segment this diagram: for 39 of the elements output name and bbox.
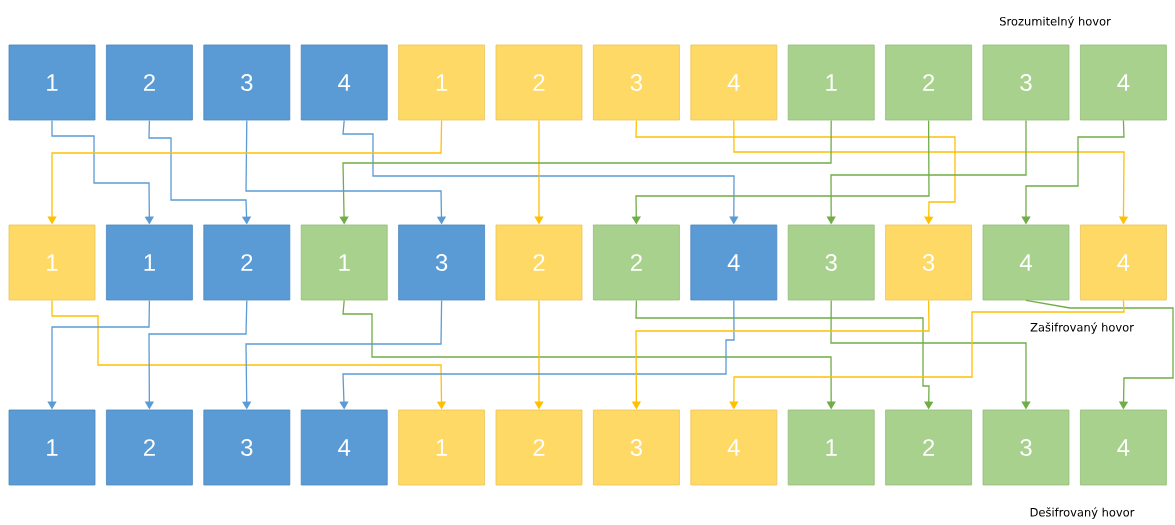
number-box: 2: [495, 409, 583, 486]
number-box: 4: [690, 44, 778, 121]
number-box: 2: [495, 44, 583, 121]
number-box: 3: [982, 409, 1070, 486]
number-box: 3: [885, 224, 972, 301]
number-box: 3: [593, 409, 680, 486]
number-box: 1: [8, 409, 96, 486]
number-box: 2: [495, 224, 583, 301]
number-box: 4: [690, 224, 778, 301]
row-label: Dešifrovaný hovor: [1028, 506, 1136, 520]
number-box: 4: [690, 409, 778, 486]
number-box: 4: [1080, 409, 1167, 486]
row-label: Srozumitelný hovor: [998, 15, 1112, 29]
number-box: 2: [203, 224, 291, 301]
number-box: 4: [1080, 44, 1167, 121]
number-box: 3: [203, 44, 291, 121]
number-box: 1: [8, 224, 96, 301]
number-box: 1: [398, 44, 485, 121]
number-box: 2: [885, 409, 972, 486]
number-box: 2: [885, 44, 972, 121]
number-box: 4: [982, 224, 1070, 301]
number-box: 3: [398, 224, 485, 301]
row-label: Zašifrovaný hovor: [1029, 321, 1135, 335]
number-box: 1: [8, 44, 96, 121]
number-box: 1: [106, 224, 193, 301]
number-box: 1: [787, 44, 875, 121]
number-box: 1: [787, 409, 875, 486]
number-box: 2: [593, 224, 680, 301]
number-box: 3: [593, 44, 680, 121]
number-box: 4: [300, 44, 388, 121]
number-box: 3: [203, 409, 291, 486]
number-box: 4: [1080, 224, 1167, 301]
number-box: 1: [398, 409, 485, 486]
number-box: 4: [300, 409, 388, 486]
number-box: 2: [106, 44, 193, 121]
number-box: 3: [787, 224, 875, 301]
number-box: 1: [300, 224, 388, 301]
number-box: 2: [106, 409, 193, 486]
number-box: 3: [982, 44, 1070, 121]
